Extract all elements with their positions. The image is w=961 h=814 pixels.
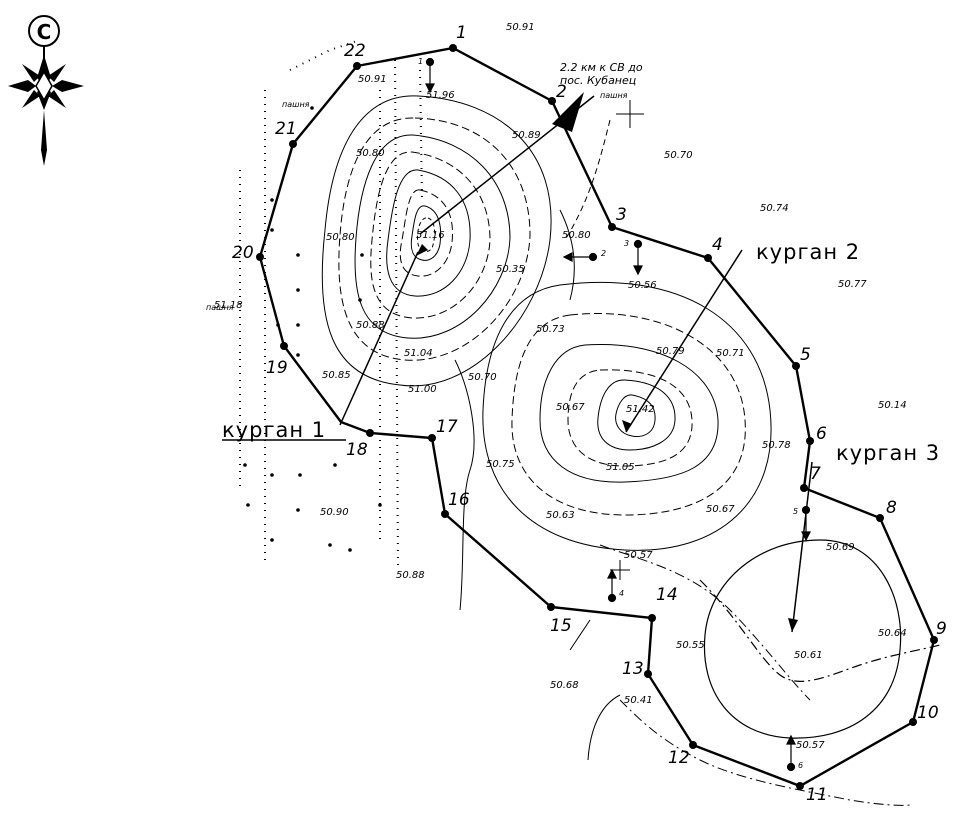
elevation-label: 50.78 [762,440,791,451]
elevation-label: 50.73 [536,324,565,335]
elevation-label: 50.14 [878,400,907,411]
boundary-point-label: 17 [436,417,458,437]
pit-label: 6 [798,761,803,770]
elevation-label: 50.70 [664,150,693,161]
elevation-label: 50.80 [562,230,591,241]
boundary-point-label: 19 [266,358,288,378]
pit-labels: 1 2 3 4 5 6 [418,57,803,770]
elevation-label: 50.77 [838,279,867,290]
boundary-point-label: 1 [456,23,467,43]
elevation-label: 51.00 [408,384,437,395]
boundary-point-label: 15 [550,616,572,636]
boundary-point-label: 5 [800,345,811,365]
elevation-label: 50.57 [796,740,825,751]
boundary-point-label: 12 [668,748,690,768]
boundary-point-label: 11 [806,785,828,805]
location-note: 2.2 км к СВ до пос. Кубанец пашня [560,61,644,128]
crosshairs [610,560,630,580]
elevation-label: 50.70 [468,372,497,383]
elevation-label: 50.63 [546,510,575,521]
north-arrow-icon: С [8,15,84,166]
elevation-label: 50.55 [676,640,705,651]
boundary-point-label: 21 [275,119,297,139]
elevation-label: 50.88 [356,320,385,331]
elevation-label: 50.90 [320,507,349,518]
boundary-point-label: 6 [816,424,827,444]
boundary-point-label: 22 [344,41,366,61]
misc-lines [454,119,911,806]
elevation-label: 51.42 [626,404,655,415]
elevation-label: 50.68 [550,680,579,691]
boundary-point-labels: 1 2 3 4 5 6 7 8 9 10 11 12 13 14 15 16 1… [232,23,947,805]
boundary-point-label: 13 [622,659,644,679]
pit-label: 5 [793,507,798,516]
pits [425,57,811,772]
boundary-point-label: 7 [810,464,821,484]
elevation-label: 51.96 [426,90,455,101]
elevation-label: 50.80 [356,148,385,159]
elevation-label: 50.41 [624,695,653,706]
pit-label: 4 [619,589,624,598]
elevation-label: 50.91 [506,22,535,33]
elevation-label: 51.16 [416,230,445,241]
elevation-label: 50.67 [706,504,735,515]
elevation-label: 51.05 [606,462,635,473]
contours-kurgan-2 [482,281,772,551]
elevation-label: 50.71 [716,348,745,359]
boundary-point-label: 3 [616,205,627,225]
elevation-label: 50.67 [556,402,585,413]
field-label: пашня [282,100,310,109]
elevation-label: 50.75 [486,459,515,470]
elevation-label: 50.56 [628,280,657,291]
boundary-point-label: 20 [232,243,254,263]
elevation-label: 51.18 [214,300,243,311]
survey-boundary [256,44,938,790]
elevation-label: 50.85 [322,370,351,381]
boundary-point-label: 16 [448,490,470,510]
elevation-label: 50.74 [760,203,789,214]
compass-north-letter: С [37,20,52,44]
elevation-label: 50.61 [794,650,823,661]
boundary-point-label: 9 [936,619,947,639]
location-note-line1: 2.2 км к СВ до [560,61,643,74]
boundary-point-label: 18 [346,440,368,460]
boundary-point-label: 10 [917,703,939,723]
boundary-point-label: 4 [712,235,723,255]
boundary-point-label: 14 [656,585,678,605]
elevation-label: 50.64 [878,628,907,639]
mound-label-2: курган 2 [756,240,860,264]
elevation-label: 50.91 [358,74,387,85]
elevation-label: 50.69 [826,542,855,553]
mound-label-3: курган 3 [836,441,940,465]
elevation-label: 50.89 [512,130,541,141]
location-note-line2: пос. Кубанец [560,74,636,87]
mound-leaders [222,95,813,633]
pit-label: 2 [601,249,606,258]
side-label: пашня [206,303,234,312]
pit-label: 3 [624,239,629,248]
elevation-label: 50.80 [326,232,355,243]
contours-kurgan-1 [321,95,552,387]
boundary-point-label: 2 [556,82,567,102]
mound-label-1: курган 1 [222,418,326,442]
mound-leader-arrows [416,92,798,632]
elevation-label: 50.57 [624,550,653,561]
elevation-label: 51.04 [404,348,433,359]
location-note-line3: пашня [600,91,628,100]
elevation-label: 50.35 [496,264,525,275]
elevation-label: 50.79 [656,346,685,357]
elevation-marks: 50.91 51.96 50.91 50.80 50.89 50.70 50.7… [214,22,907,751]
survey-grid [239,39,423,571]
elevation-label: 50.88 [396,570,425,581]
pit-label: 1 [418,57,423,66]
boundary-point-label: 8 [886,498,897,518]
